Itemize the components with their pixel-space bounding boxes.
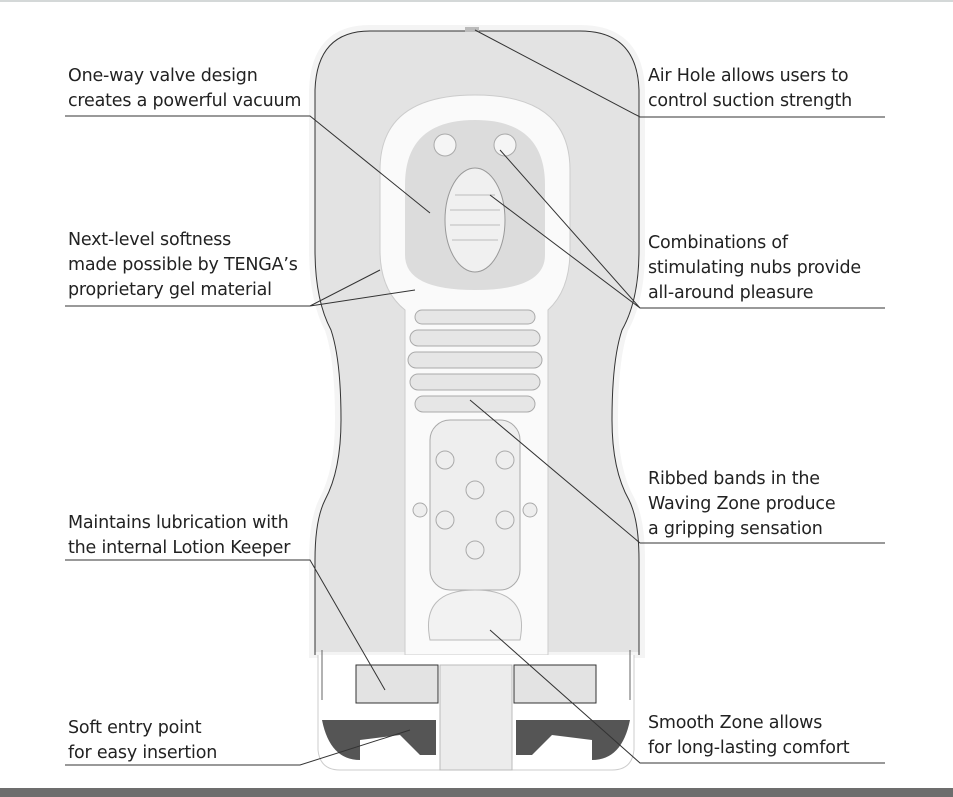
label-line: made possible by TENGA’s: [68, 255, 298, 275]
entry-channel: [439, 664, 513, 771]
label-line: for long-lasting comfort: [648, 738, 850, 758]
smooth-zone: [428, 589, 522, 641]
label-line: Maintains lubrication with: [68, 513, 289, 533]
label-line: Ribbed bands in the: [648, 469, 820, 489]
label-nubs: Combinations of stimulating nubs provide…: [648, 231, 861, 306]
valve-ribs: [450, 194, 500, 241]
label-line: the internal Lotion Keeper: [68, 538, 291, 558]
label-lotion-keeper: Maintains lubrication with the internal …: [68, 511, 290, 561]
lotion-keeper: [513, 664, 597, 704]
label-line: creates a powerful vacuum: [68, 91, 302, 111]
base-shadow: [322, 720, 436, 760]
top-border: [0, 0, 953, 2]
label-soft-entry: Soft entry point for easy insertion: [68, 716, 217, 766]
label-softness: Next-level softness made possible by TEN…: [68, 228, 298, 303]
label-line: Waving Zone produce: [648, 494, 836, 514]
top-nub: [493, 133, 517, 157]
label-line: a gripping sensation: [648, 519, 823, 539]
label-line: Air Hole allows users to: [648, 66, 849, 86]
outer-shell-outline: [314, 30, 640, 655]
label-ribbed-bands: Ribbed bands in the Waving Zone produce …: [648, 467, 836, 542]
label-smooth-zone: Smooth Zone allows for long-lasting comf…: [648, 711, 850, 761]
ribbed-bands: [407, 309, 543, 413]
leader-lines: [65, 29, 885, 766]
label-line: Soft entry point: [68, 718, 202, 738]
valve: [444, 167, 506, 273]
label-air-hole: Air Hole allows users to control suction…: [648, 64, 852, 114]
label-line: Smooth Zone allows: [648, 713, 823, 733]
label-one-way-valve: One-way valve design creates a powerful …: [68, 64, 301, 114]
cap-edge: [321, 650, 631, 700]
label-line: stimulating nubs provide: [648, 258, 861, 278]
lotion-keeper: [355, 664, 439, 704]
label-line: for easy insertion: [68, 743, 218, 763]
label-line: One-way valve design: [68, 66, 258, 86]
top-nub: [433, 133, 457, 157]
nub-zone: [412, 419, 538, 591]
label-line: all-around pleasure: [648, 283, 814, 303]
base-shadow: [516, 720, 630, 760]
label-line: proprietary gel material: [68, 280, 272, 300]
bottom-bar: [0, 788, 953, 797]
label-line: control suction strength: [648, 91, 853, 111]
base: [317, 650, 635, 771]
air-hole: [465, 27, 479, 32]
label-line: Next-level softness: [68, 230, 232, 250]
label-line: Combinations of: [648, 233, 788, 253]
